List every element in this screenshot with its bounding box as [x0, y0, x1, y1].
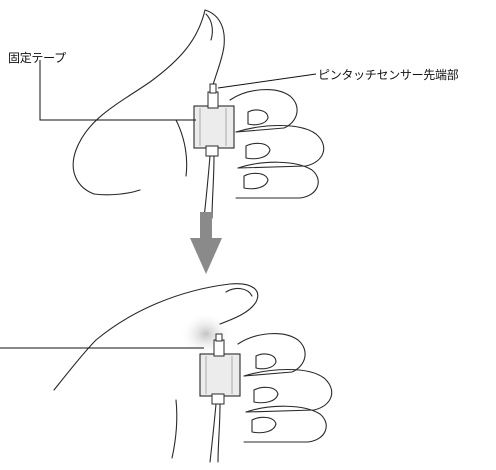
fingernail-1: [247, 109, 269, 126]
thumb-bottom-upper: [95, 283, 259, 341]
thumbnail-bottom: [225, 287, 253, 297]
finger-b2: [243, 368, 333, 413]
finger-3: [235, 161, 319, 199]
finger-b1: [237, 333, 306, 377]
thumb-bottom-lower: [53, 339, 97, 391]
fingernail-b2: [253, 386, 279, 404]
thumb-right-edge: [204, 9, 225, 97]
fingernail-3: [243, 172, 269, 190]
sensor-top: [203, 83, 219, 219]
palm-line: [175, 119, 188, 177]
hand-top: [72, 9, 325, 199]
fixing-tape-bottom: [199, 353, 241, 397]
label-fixing-tape: 固定テープ: [8, 51, 66, 65]
hand-bottom: [53, 283, 333, 459]
wrist-bottom: [171, 399, 178, 459]
finger-1: [229, 89, 298, 133]
thumb-left-edge: [72, 9, 206, 195]
thumbnail: [205, 13, 213, 41]
leader-tape: [39, 60, 196, 121]
leader-sensor: [217, 73, 317, 89]
finger-b3: [243, 405, 327, 443]
label-sensor-tip: ピンタッチセンサー先端部: [318, 68, 459, 82]
wrist-line: [93, 189, 141, 196]
finger-2: [235, 124, 325, 169]
fixing-tape-top: [193, 105, 235, 149]
fingernail-b3: [251, 416, 277, 434]
sensor-bottom: [209, 333, 225, 463]
down-arrow: [190, 212, 222, 274]
fingernail-2: [245, 142, 271, 160]
fingernail-b1: [255, 353, 277, 370]
